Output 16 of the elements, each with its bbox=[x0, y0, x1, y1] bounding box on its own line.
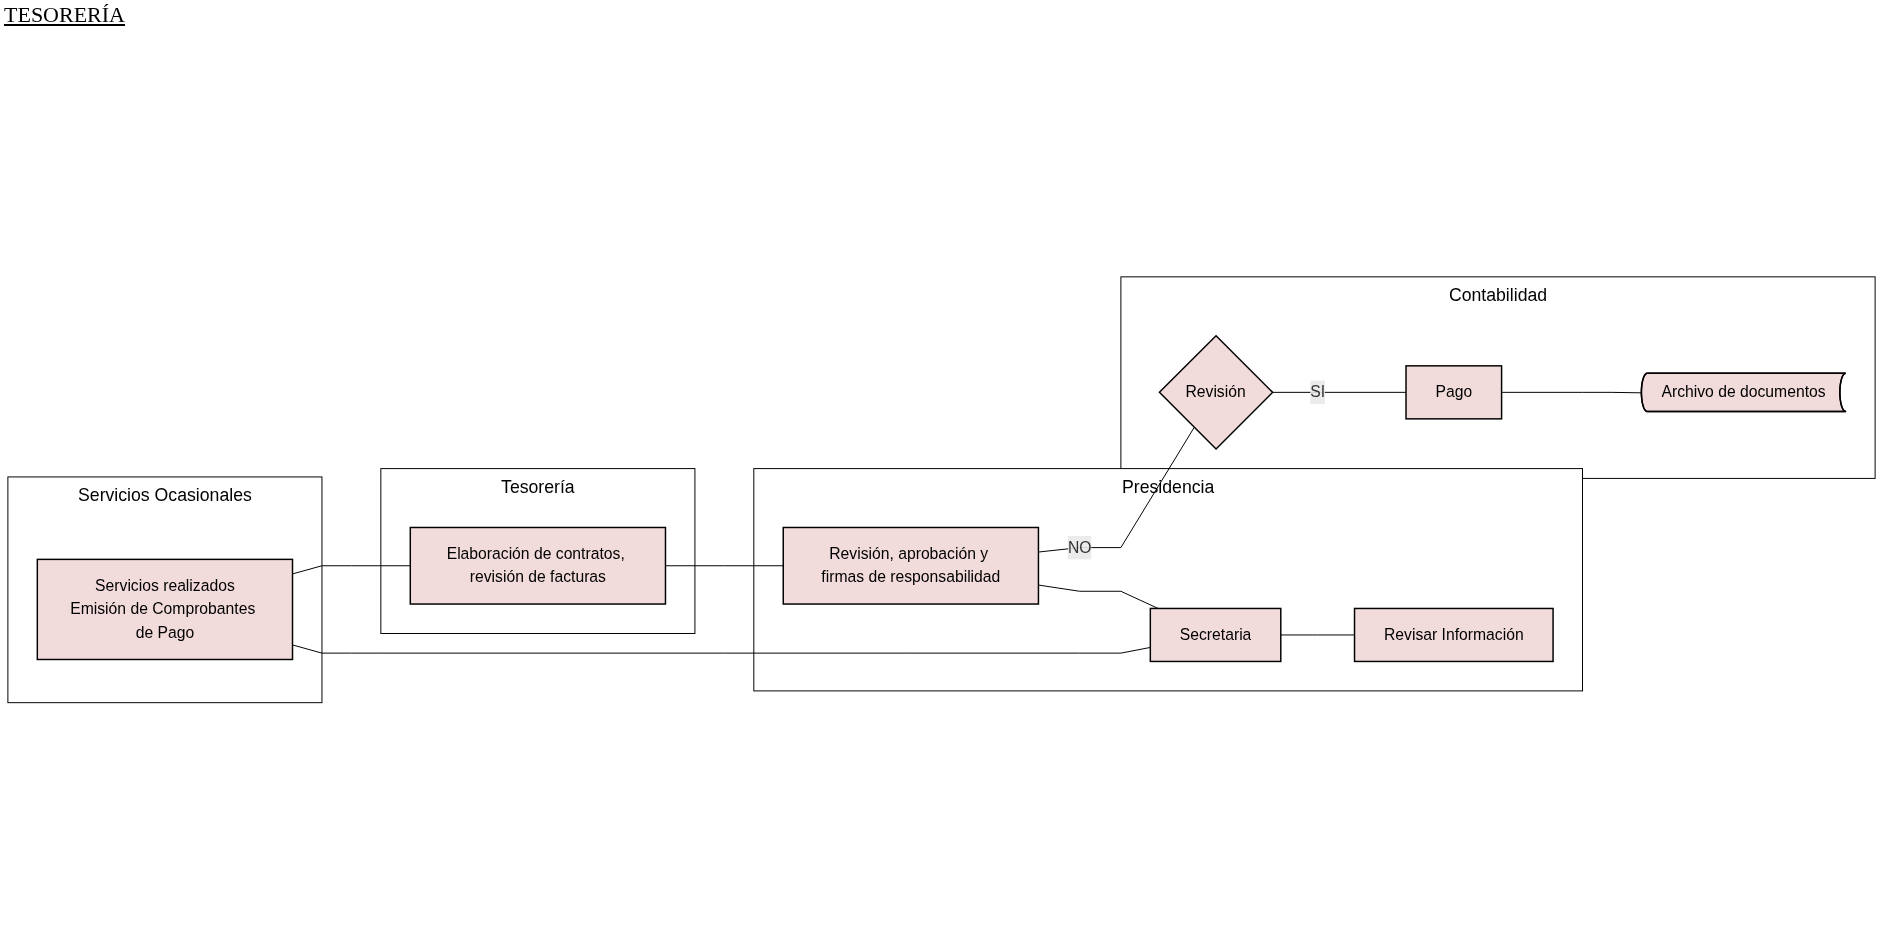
node-box: Elaboración de contratos, revisión de facturas bbox=[409, 527, 667, 605]
node-diamond: Revisión bbox=[1158, 334, 1274, 451]
node-box: Secretaria bbox=[1149, 607, 1282, 663]
edge-label: SI bbox=[1310, 383, 1326, 401]
edge-label: NO bbox=[1067, 539, 1092, 556]
connector bbox=[292, 644, 1151, 654]
connector bbox=[1280, 634, 1355, 636]
node-box: Revisar Información bbox=[1353, 607, 1554, 663]
connector bbox=[1271, 392, 1407, 394]
connector bbox=[1501, 392, 1643, 394]
diagram-title: TESORERÍA bbox=[4, 2, 125, 28]
node-box: Pago bbox=[1405, 365, 1503, 420]
connector bbox=[292, 565, 411, 575]
node-box: Revisión, aprobación y firmas de responsabilidad bbox=[782, 527, 1040, 605]
connector bbox=[665, 565, 784, 567]
node-box: Servicios realizados Emisión de Comprobantes de Pago bbox=[36, 558, 294, 661]
